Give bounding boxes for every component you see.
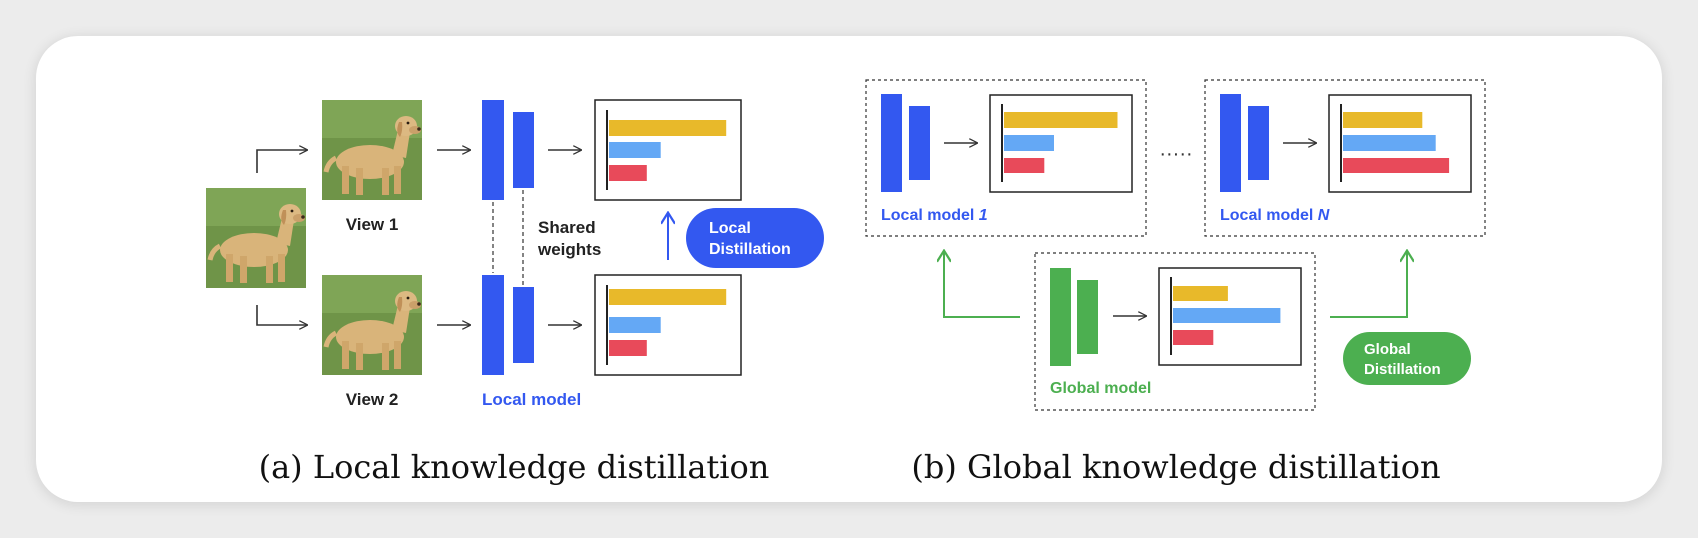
caption-a: (a) Local knowledge distillation xyxy=(259,448,770,486)
bar-yellow xyxy=(609,289,727,305)
bar-light-blue xyxy=(609,317,661,333)
local-model-n-network xyxy=(1220,94,1269,192)
local-model-n-group xyxy=(1204,79,1486,237)
local-model-n-label: Local model N xyxy=(1220,207,1330,224)
global-model-network xyxy=(1050,268,1098,366)
bar-red xyxy=(1004,158,1045,173)
local-distillation-line2: Distillation xyxy=(709,241,791,258)
arrow-to-view1 xyxy=(256,150,307,173)
bar-light-blue xyxy=(1004,135,1054,151)
global-model-group xyxy=(1034,252,1316,411)
caption-b: (b) Global knowledge distillation xyxy=(911,448,1440,486)
global-distillation-line1: Global xyxy=(1364,341,1411,358)
view1-image xyxy=(322,100,422,200)
bar-light-blue xyxy=(609,142,661,158)
view2-label: View 2 xyxy=(346,390,399,409)
bar-light-blue xyxy=(1343,135,1436,151)
arrow-global-to-local-n xyxy=(1330,252,1407,318)
arrow-global-to-local-1 xyxy=(944,252,1020,318)
output-distribution-view2 xyxy=(594,274,742,376)
bar-yellow xyxy=(1173,286,1228,301)
global-distillation-badge: Global Distillation xyxy=(1343,332,1471,385)
view2-image xyxy=(322,275,422,375)
local-model-1-network xyxy=(881,94,930,192)
output-distribution-view1 xyxy=(594,99,742,201)
shared-weights-label-line1: Shared xyxy=(538,218,596,237)
bar-red xyxy=(609,165,647,181)
bar-yellow xyxy=(1343,112,1423,128)
bar-light-blue xyxy=(1173,308,1281,323)
global-distillation-line2: Distillation xyxy=(1364,361,1441,378)
view1-label: View 1 xyxy=(346,215,399,234)
shared-weights-label-line2: weights xyxy=(537,240,601,259)
global-model-label: Global model xyxy=(1050,380,1151,397)
input-dog-image xyxy=(206,188,306,288)
bar-yellow xyxy=(1004,112,1118,128)
local-distillation-line1: Local xyxy=(709,220,751,237)
ellipsis: ····· xyxy=(1159,143,1192,165)
bar-red xyxy=(1173,330,1214,345)
bar-red xyxy=(1343,158,1450,173)
output-distribution-local-1 xyxy=(989,94,1133,193)
bar-red xyxy=(609,340,647,356)
local-model-top xyxy=(482,100,534,200)
local-model-1-label: Local model 1 xyxy=(881,207,988,224)
arrow-to-view2 xyxy=(256,305,307,325)
local-distillation-badge: Local Distillation xyxy=(686,208,824,268)
local-model-bottom xyxy=(482,275,534,375)
bar-yellow xyxy=(609,120,727,136)
local-model-label: Local model xyxy=(482,390,581,409)
output-distribution-local-n xyxy=(1328,94,1472,193)
output-distribution-global xyxy=(1158,267,1302,366)
local-model-1-group xyxy=(865,79,1147,237)
